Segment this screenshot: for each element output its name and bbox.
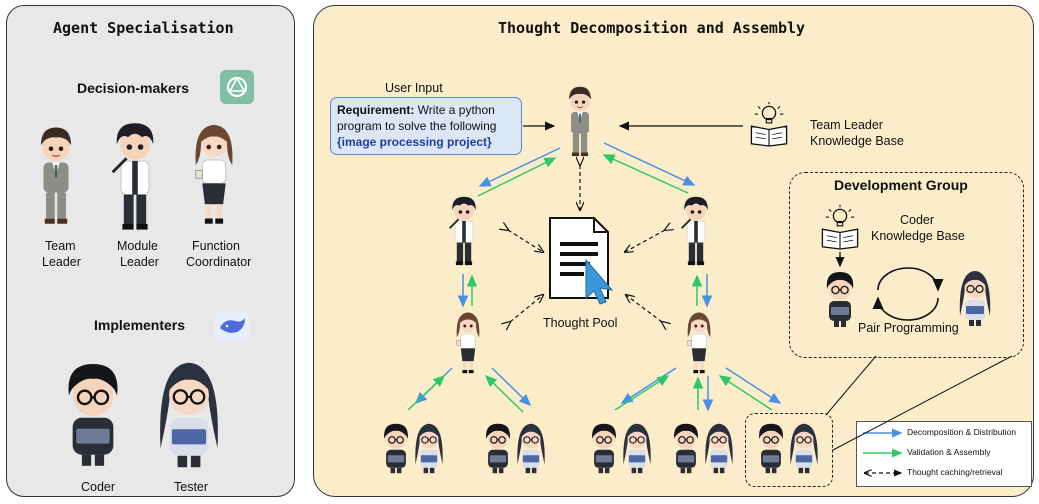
- user-input-label: User Input: [385, 81, 443, 95]
- legend-arrows: [863, 428, 903, 488]
- openai-logo-icon: [220, 70, 254, 104]
- role-module-leader-line2: Leader: [120, 255, 159, 269]
- tester-node-5: [789, 423, 819, 474]
- team-leader-node: [568, 86, 592, 157]
- module-leader-node-right: [680, 195, 709, 267]
- team-kb-line1: Team Leader: [810, 118, 883, 132]
- coder-kb-line1: Coder: [900, 213, 935, 227]
- development-group-box: [789, 172, 1024, 358]
- coder-node-1: [383, 423, 409, 474]
- role-tester: Tester: [174, 480, 209, 494]
- coder-node-4: [673, 423, 699, 474]
- thought-pool-document-icon: [549, 217, 614, 305]
- legend: Decomposition & Distribution Validation …: [856, 421, 1032, 487]
- role-module-leader-line1: Module: [117, 239, 158, 253]
- legend-label-caching: Thought caching/retrieval: [907, 467, 1003, 477]
- tester-node-2: [516, 423, 546, 474]
- coder-avatar: [67, 362, 119, 468]
- tester-node-4: [704, 423, 734, 474]
- tester-avatar: [158, 361, 220, 469]
- coder-node-5: [758, 423, 784, 474]
- team-kb-line2: Knowledge Base: [810, 134, 904, 148]
- coder-node-2: [485, 423, 511, 474]
- deepseek-whale-logo-icon: [215, 312, 249, 340]
- role-function-coordinator-line1: Function: [192, 239, 240, 253]
- team-leader-knowledge-base-icon: [750, 101, 788, 147]
- pair-programming-cycle-icon: [872, 267, 944, 321]
- module-leader-node-left: [448, 195, 477, 267]
- legend-label-decomposition: Decomposition & Distribution: [907, 427, 1017, 437]
- module-leader-avatar: [111, 121, 155, 232]
- requirement-box: Requirement: Write a python program to s…: [330, 97, 522, 155]
- coder-node-3: [591, 423, 617, 474]
- right-panel-title: Thought Decomposition and Assembly: [498, 19, 806, 37]
- function-coordinator-node-right: [687, 311, 711, 374]
- coder-kb-line2: Knowledge Base: [871, 229, 965, 243]
- dev-group-coder: [826, 271, 854, 328]
- thought-pool-label: Thought Pool: [543, 316, 618, 330]
- highlighted-pair-box: [745, 413, 833, 487]
- team-leader-avatar: [40, 126, 72, 225]
- requirement-project: {image processing project}: [337, 135, 492, 149]
- function-coordinator-node-left: [456, 311, 480, 374]
- role-team-leader-line1: Team: [45, 239, 76, 253]
- decision-makers-label: Decision-makers: [77, 80, 190, 96]
- left-panel-title: Agent Specialisation: [53, 19, 234, 37]
- coder-knowledge-base-icon: [821, 204, 859, 250]
- tester-node-3: [622, 423, 652, 474]
- function-coordinator-avatar: [194, 124, 234, 225]
- role-coder: Coder: [81, 480, 116, 494]
- pair-programming-label: Pair Programming: [858, 321, 959, 335]
- implementers-label: Implementers: [94, 317, 186, 333]
- requirement-text: Write a python program to solve the foll…: [337, 103, 497, 133]
- development-group-title: Development Group: [834, 177, 968, 193]
- tester-node-1: [414, 423, 444, 474]
- requirement-bold: Requirement:: [337, 103, 415, 117]
- dev-group-tester: [959, 270, 991, 327]
- role-team-leader-line2: Leader: [42, 255, 81, 269]
- role-function-coordinator-line2: Coordinator: [186, 255, 252, 269]
- legend-label-validation: Validation & Assembly: [907, 447, 991, 457]
